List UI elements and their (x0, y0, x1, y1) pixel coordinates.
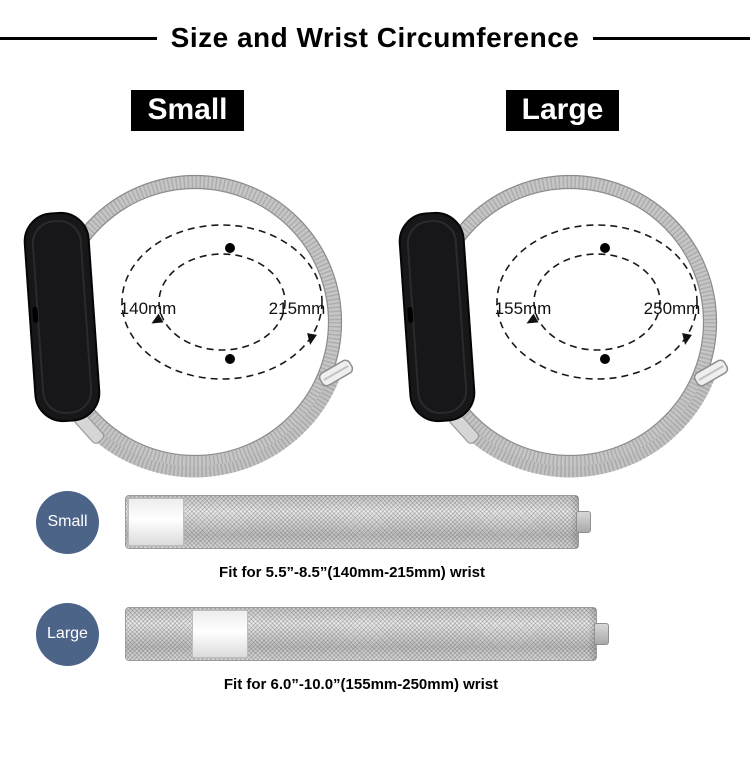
inner-measurement-label: 155mm (495, 299, 552, 318)
band-end-cap (588, 607, 596, 660)
fit-row-large: Large Fit for 6.0”-10.0”(155mm-250mm) wr… (36, 602, 750, 693)
small-size-circle: Small (36, 490, 99, 554)
large-fit-caption: Fit for 6.0”-10.0”(155mm-250mm) wrist (223, 675, 499, 693)
marker-dot-bottom (600, 353, 610, 364)
marker-dot-bottom (225, 353, 235, 364)
circumference-ellipse-outer (496, 223, 698, 380)
page-title: Size and Wrist Circumference (170, 22, 580, 53)
watch-side-button (32, 306, 39, 323)
large-band-diagram: 155mm 250mm (398, 174, 729, 477)
small-fit-caption: Fit for 5.5”-8.5”(140mm-215mm) wrist (219, 563, 485, 581)
outer-measurement-label: 215mm (269, 299, 326, 318)
watch-body (398, 211, 476, 422)
fit-row-small: Small Fit for 5.5”-8.5”(140mm-215mm) wri… (36, 490, 750, 581)
small-band-diagram: 140mm 215mm (23, 174, 354, 477)
large-band-column: Fit for 6.0”-10.0”(155mm-250mm) wrist (125, 606, 609, 693)
header-rule-right (593, 36, 750, 40)
large-size-circle: Large (36, 602, 99, 666)
band-end-tab (594, 622, 609, 645)
watch-body (23, 211, 101, 422)
panel-small: Small (0, 56, 375, 483)
band-clasp-plate (192, 609, 248, 658)
arrow-icon (526, 313, 539, 323)
outer-measurement-label: 250mm (644, 299, 701, 318)
large-band-strip (125, 606, 609, 661)
circumference-ellipse-inner (158, 252, 286, 351)
small-band-strip (125, 494, 591, 549)
marker-dot-top (600, 242, 610, 253)
circumference-ellipse-outer (121, 223, 323, 380)
panel-large: Large (375, 56, 750, 483)
band-clasp (693, 359, 729, 386)
arrow-icon (682, 332, 692, 345)
band-clasp-plate (128, 497, 184, 546)
marker-dot-top (225, 242, 235, 253)
band-clasp (318, 359, 354, 386)
arrow-icon (307, 332, 317, 345)
band-end-cap (570, 495, 578, 548)
small-size-badge: Small (131, 90, 244, 131)
watch-side-button (407, 306, 414, 323)
small-band-column: Fit for 5.5”-8.5”(140mm-215mm) wrist (125, 494, 591, 581)
circumference-annotation: 140mm 215mm (120, 223, 326, 380)
arrow-icon (151, 313, 164, 323)
page-header: Size and Wrist Circumference (0, 22, 750, 54)
band-tail (73, 359, 354, 477)
header-rule-left (0, 36, 157, 40)
large-size-badge: Large (505, 90, 620, 131)
size-panels: Small (0, 56, 750, 483)
circumference-annotation: 155mm 250mm (495, 223, 701, 380)
inner-measurement-label: 140mm (120, 299, 177, 318)
band-tail (448, 359, 729, 477)
circumference-ellipse-inner (533, 252, 661, 351)
band-end-tab (576, 510, 591, 533)
